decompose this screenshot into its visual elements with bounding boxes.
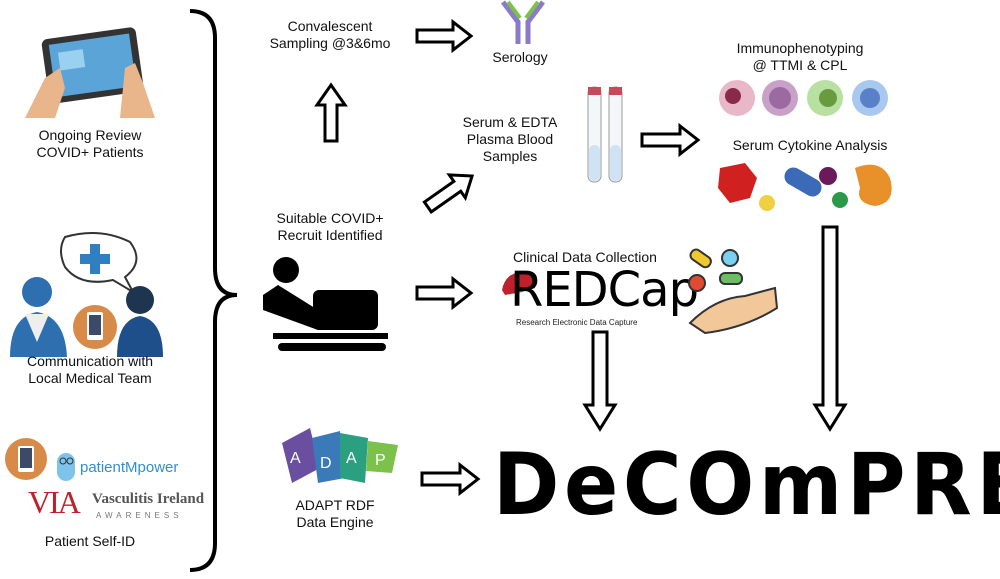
adapt-label: ADAPT RDF Data Engine [295,497,375,530]
via-logo: VIA [28,484,81,520]
blood-tubes-icon [587,86,623,183]
serology-label: Serology [492,49,548,65]
svg-text:A: A [290,450,301,467]
redcap-sub: Research Electronic Data Capture [516,318,638,327]
arrow-diagonal-samples [422,173,475,214]
arrow-right-serology [415,18,474,54]
cytokine-label: Serum Cytokine Analysis [732,137,888,153]
redcap-logo: REDCap [510,262,699,318]
clinical-label: Clinical Data Collection [513,249,657,265]
arrow-down-redcap [582,330,618,432]
review-label: Ongoing Review COVID+ Patients [36,127,144,160]
immune-cells-icon [719,80,888,116]
adapt-logo-icon: A D A P [282,428,398,483]
arrow-up-convalescent [314,82,348,143]
patient-bed-icon [263,257,388,351]
tablet-review-icon [25,27,155,118]
decompress-logo: DeCOmPRESS [493,435,1000,535]
svg-text:A: A [346,450,357,467]
antibody-icon [501,0,545,44]
cytokines-icon [718,163,892,211]
via-sub: AWARENESS [96,511,183,520]
svg-text:P: P [375,452,386,469]
doctors-communication-icon [10,232,163,357]
self-id-label: Patient Self-ID [44,533,136,549]
curly-brace [189,9,238,572]
via-name: Vasculitis Ireland [92,491,205,507]
recruit-label: Suitable COVID+ Recruit Identified [276,210,384,243]
patientmpower-mascot-icon [57,453,75,481]
communication-label: Communication with Local Medical Team [26,353,154,386]
immuno-label: Immunophenotyping @ TTMI & CPL [736,40,864,73]
redcap-cap-icon [502,272,535,295]
arrow-down-cytokine [812,225,848,432]
phone-icon [5,438,47,480]
arrow-right-decompress [420,461,481,497]
arrow-right-clinical [415,275,474,311]
patientmpower-logo: patientMpower [80,459,179,476]
pills-hand-icon [688,248,779,335]
samples-label: Serum & EDTA Plasma Blood Samples [462,114,558,164]
convalescent-label: Convalescent Sampling @3&6mo [269,18,391,51]
svg-text:D: D [320,455,332,472]
arrow-right-immuno [640,122,701,158]
